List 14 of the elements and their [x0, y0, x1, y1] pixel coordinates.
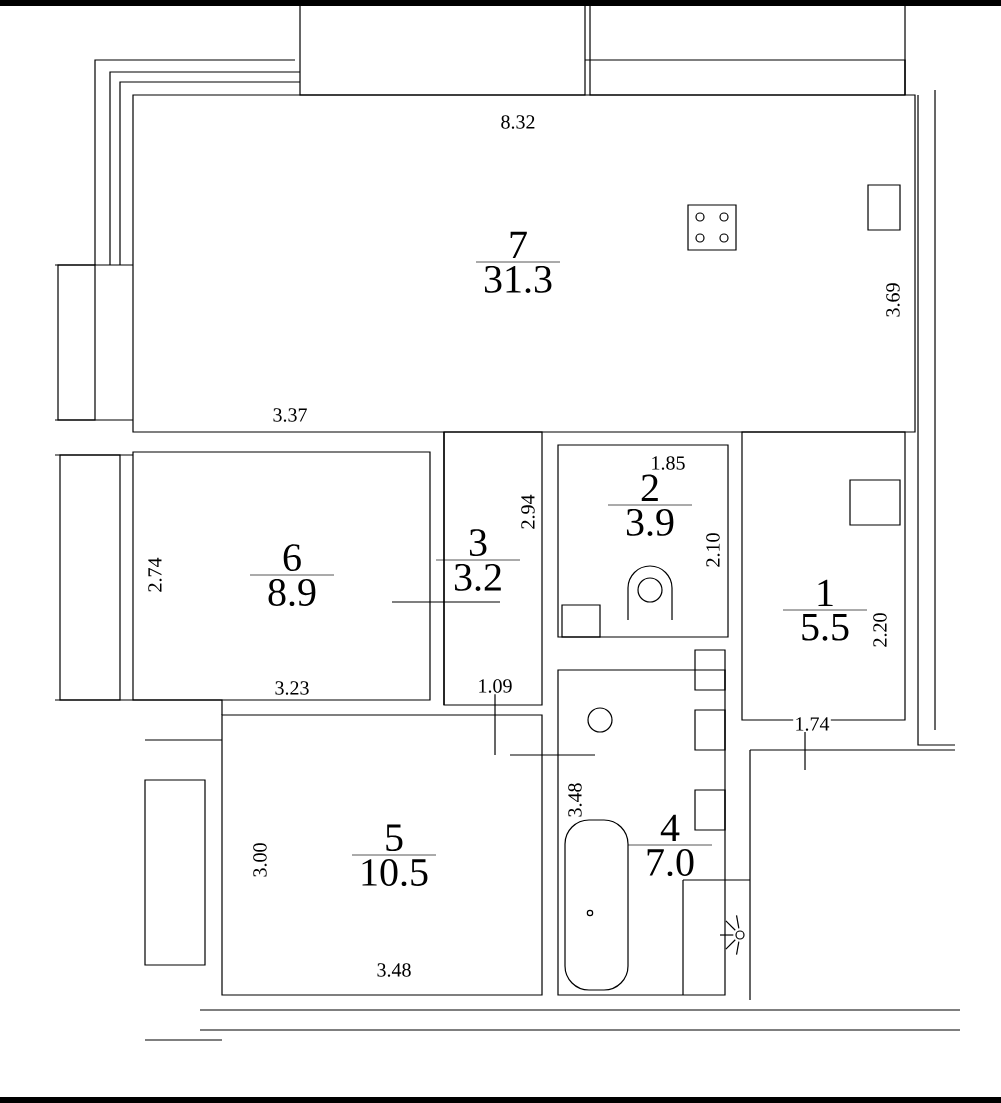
dimension-label: 2.94 [519, 493, 537, 531]
dimension-label: 3.37 [271, 406, 309, 424]
dimension-label: 8.32 [499, 113, 537, 131]
dimension-label: 1.09 [476, 677, 514, 695]
dimension-label: 2.20 [871, 611, 889, 649]
dimension-label: 3.48 [375, 961, 413, 979]
dimension-label: 2.10 [704, 531, 722, 569]
dimension-label: 1.74 [793, 715, 831, 733]
dimension-label: 1.85 [649, 454, 687, 472]
dimension-label: 3.69 [884, 281, 902, 319]
dimension-label: 3.48 [566, 781, 584, 819]
dimension-label: 3.00 [251, 841, 269, 879]
dimension-label: 2.74 [146, 556, 164, 594]
dimension-label: 3.23 [273, 679, 311, 697]
